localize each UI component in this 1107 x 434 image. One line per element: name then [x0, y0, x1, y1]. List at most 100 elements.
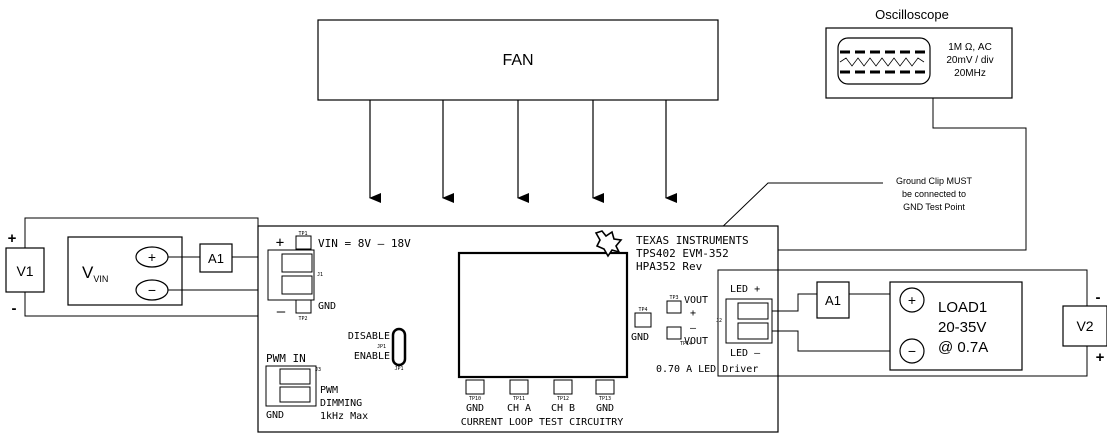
scope-ripple-trace	[839, 57, 925, 67]
tp14-label: TP14	[680, 341, 692, 347]
led-plus-label: LED +	[730, 284, 760, 295]
fan-box	[317, 19, 719, 101]
pwm-label: PWM	[320, 385, 338, 396]
led-minus-label: LED –	[730, 348, 761, 359]
tp4-test-point	[634, 312, 652, 328]
scope-probe-cable	[760, 98, 1027, 251]
tp1-test-point	[295, 235, 312, 250]
load-plus-symbol: +	[908, 292, 916, 308]
driver-label: 0.70 A LED Driver	[656, 364, 758, 375]
tp4-label: TP4	[638, 307, 647, 313]
j1-pin	[281, 275, 313, 295]
test-point-tp11: TP11 CH A	[507, 379, 531, 414]
tp13-test-point	[595, 379, 615, 395]
tp10-name: GND	[466, 403, 484, 414]
wire	[772, 293, 817, 312]
vout-plus-mark: +	[690, 308, 696, 319]
input-ammeter-label: A1	[208, 251, 224, 266]
test-point-tp10: TP10 GND	[465, 379, 485, 414]
input-ammeter	[199, 243, 233, 273]
vout-minus-label: VOUT	[684, 336, 708, 347]
v1-minus: -	[12, 300, 17, 317]
dimming-label: DIMMING	[320, 398, 362, 409]
v1-plus: +	[8, 230, 17, 247]
output-ammeter-label: A1	[825, 293, 841, 308]
j1-pin	[281, 253, 313, 273]
j3-ref: J3	[315, 367, 321, 373]
j2-pin	[737, 302, 769, 320]
tp11-test-point	[509, 379, 529, 395]
tp2-test-point	[295, 299, 312, 314]
j1-ref: J1	[317, 272, 323, 278]
v2-label: V2	[1076, 318, 1093, 334]
v1-label: V1	[16, 263, 33, 279]
pwm-in-label: PWM IN	[266, 352, 306, 365]
tp4-gnd-label: GND	[631, 332, 649, 343]
tp14-test-point	[666, 326, 682, 340]
tp3-label: TP3	[669, 295, 678, 301]
fan-airflow-arrows	[369, 100, 677, 203]
j2-pin	[737, 322, 769, 340]
vin-range-label: VIN = 8V – 18V	[318, 237, 411, 250]
jp1-jumper	[391, 327, 407, 367]
j3-pin	[279, 386, 311, 403]
v1-meter	[5, 247, 45, 293]
tp12-test-point	[553, 379, 573, 395]
load-minus-terminal	[899, 338, 925, 364]
output-ammeter	[816, 281, 850, 319]
jp1-small-ref: JP1	[377, 344, 386, 350]
note-line-2: be connected to	[902, 189, 966, 199]
disable-label: DISABLE	[348, 331, 390, 342]
note-line-1: Ground Clip MUST	[896, 176, 973, 186]
current-loop-label: CURRENT LOOP TEST CIRCUITRY	[461, 417, 624, 428]
tp2-label: TP2	[298, 316, 307, 322]
v2-minus: -	[1096, 289, 1101, 306]
j1-minus-mark: —	[277, 304, 286, 320]
ti-logo-icon	[594, 230, 623, 258]
max-frequency-label: 1kHz Max	[320, 411, 368, 422]
tp11-label: TP11	[513, 396, 525, 402]
j3-pin	[279, 368, 311, 385]
vin-supply-label: VVIN	[82, 263, 108, 284]
test-point-tp12: TP12 CH B	[551, 379, 575, 414]
enable-label: ENABLE	[354, 351, 390, 362]
tp13-name: GND	[596, 403, 614, 414]
tp12-label: TP12	[557, 396, 569, 402]
load-name: LOAD1	[938, 299, 987, 316]
test-point-tp13: TP13 GND	[595, 379, 615, 414]
v2-meter	[1062, 305, 1107, 347]
v2-plus: +	[1096, 349, 1105, 366]
tp3-test-point	[666, 300, 682, 314]
load-voltage-range: 20-35V	[938, 319, 986, 336]
oscilloscope-title: Oscilloscope	[875, 7, 949, 22]
scope-scale: 20mV / div	[946, 55, 993, 66]
tp13-label: TP13	[599, 396, 611, 402]
fan-label: FAN	[502, 52, 533, 69]
j1-plus-mark: +	[276, 235, 284, 251]
note-line-3: GND Test Point	[903, 202, 965, 212]
ti-part-number: TPS402 EVM-352	[636, 247, 729, 260]
gnd-label: GND	[318, 301, 336, 312]
tp10-label: TP10	[469, 396, 481, 402]
vin-minus-symbol: −	[148, 282, 156, 298]
vin-plus-symbol: +	[148, 249, 156, 265]
scope-bandwidth: 20MHz	[954, 68, 986, 79]
j2-ref: J2	[716, 318, 722, 324]
jp1-ref: JP1	[394, 366, 403, 372]
load-current: @ 0.7A	[938, 339, 988, 356]
ti-company-name: TEXAS INSTRUMENTS	[636, 234, 749, 247]
tp1-label: TP1	[298, 231, 307, 237]
ti-revision: HPA352 Rev	[636, 260, 703, 273]
scope-impedance: 1M Ω, AC	[948, 42, 992, 53]
tp10-test-point	[465, 379, 485, 395]
load-minus-symbol: −	[908, 343, 916, 359]
load-plus-terminal	[899, 287, 925, 313]
heatsink-block	[457, 251, 629, 379]
pwm-gnd-label: GND	[266, 410, 284, 421]
tp12-name: CH B	[551, 403, 575, 414]
vout-minus-mark: –	[690, 323, 697, 334]
tp11-name: CH A	[507, 403, 531, 414]
wire	[772, 330, 890, 352]
vout-plus-label: VOUT	[684, 295, 708, 306]
